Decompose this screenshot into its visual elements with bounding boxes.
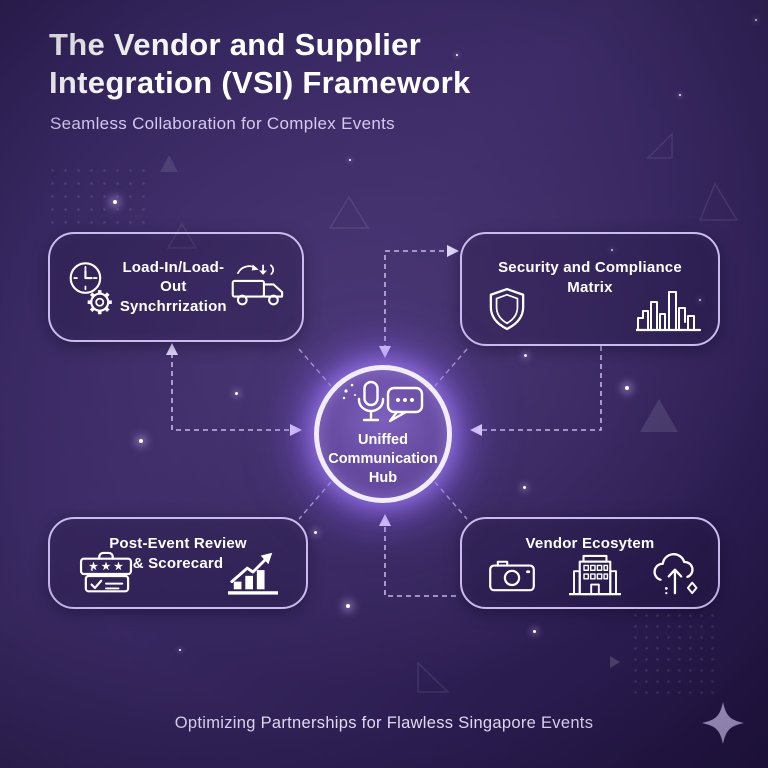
hub-label-line: Communication xyxy=(328,451,438,468)
box-title: Load-In/Load-Out Synchrrization xyxy=(116,258,231,317)
dot-grid-pattern xyxy=(630,610,714,702)
title-line-1: The Vendor and Supplier xyxy=(49,27,422,62)
star-dot xyxy=(179,649,181,651)
box-title-line: & Scorecard xyxy=(132,554,224,572)
building-icon xyxy=(569,554,621,596)
box-vendor-ecosystem: Vendor Ecosytem xyxy=(460,517,720,609)
box-title-line: Security and Compliance xyxy=(498,259,682,276)
star-dot xyxy=(234,391,238,395)
hub-label-line: Hub xyxy=(368,469,398,486)
sparkle-star-icon xyxy=(702,702,744,744)
sparkle-dots-icon xyxy=(342,383,356,400)
unified-communication-hub: Uniffed Communication Hub xyxy=(314,365,452,503)
box-load-sync: Load-In/Load-Out Synchrrization xyxy=(48,232,304,342)
page-subtitle: Seamless Collaboration for Complex Event… xyxy=(50,114,395,133)
star-dot xyxy=(139,439,143,443)
microphone-chat-icon xyxy=(342,381,424,423)
truck-cycle-icon xyxy=(231,264,283,306)
city-skyline-icon xyxy=(636,291,702,332)
box-title-line: Matrix xyxy=(567,278,613,296)
box-title-line: Synchrrization xyxy=(119,297,227,315)
star-dot xyxy=(313,530,317,534)
box-title-line: Load-In/Load-Out xyxy=(122,258,225,296)
footer-tagline: Optimizing Partnerships for Flawless Sin… xyxy=(174,714,594,732)
box-post-event-review: Post-Event Review & Scorecard xyxy=(48,517,308,609)
scorecard-icon xyxy=(79,551,133,593)
star-dot xyxy=(523,353,527,357)
title-line-2: Integration (VSI) Framework xyxy=(49,64,471,100)
star-dot xyxy=(679,94,681,96)
microphone-icon xyxy=(363,381,379,407)
page-title: The Vendor and Supplier Integration (VSI… xyxy=(49,26,471,102)
cloud-upload-icon xyxy=(653,553,698,595)
star-dot xyxy=(346,604,350,608)
star-dot xyxy=(522,485,526,489)
star-dot xyxy=(349,159,351,161)
box-security-compliance: Security and Compliance Matrix xyxy=(460,232,720,346)
camera-icon xyxy=(489,560,535,592)
dot-grid-pattern xyxy=(46,164,150,228)
star-dot xyxy=(113,200,117,204)
star-dot xyxy=(755,19,757,21)
hub-label-line: Uniffed xyxy=(358,432,408,449)
box-title-line: Vendor Ecosytem xyxy=(525,535,655,552)
growth-chart-icon xyxy=(228,552,278,595)
shield-icon xyxy=(489,287,525,331)
clock-gear-icon xyxy=(69,262,112,315)
chat-bubble-icon xyxy=(386,387,424,423)
star-dot xyxy=(625,386,629,390)
star-dot xyxy=(532,629,536,633)
hub-label: Uniffed Communication Hub xyxy=(328,431,438,488)
